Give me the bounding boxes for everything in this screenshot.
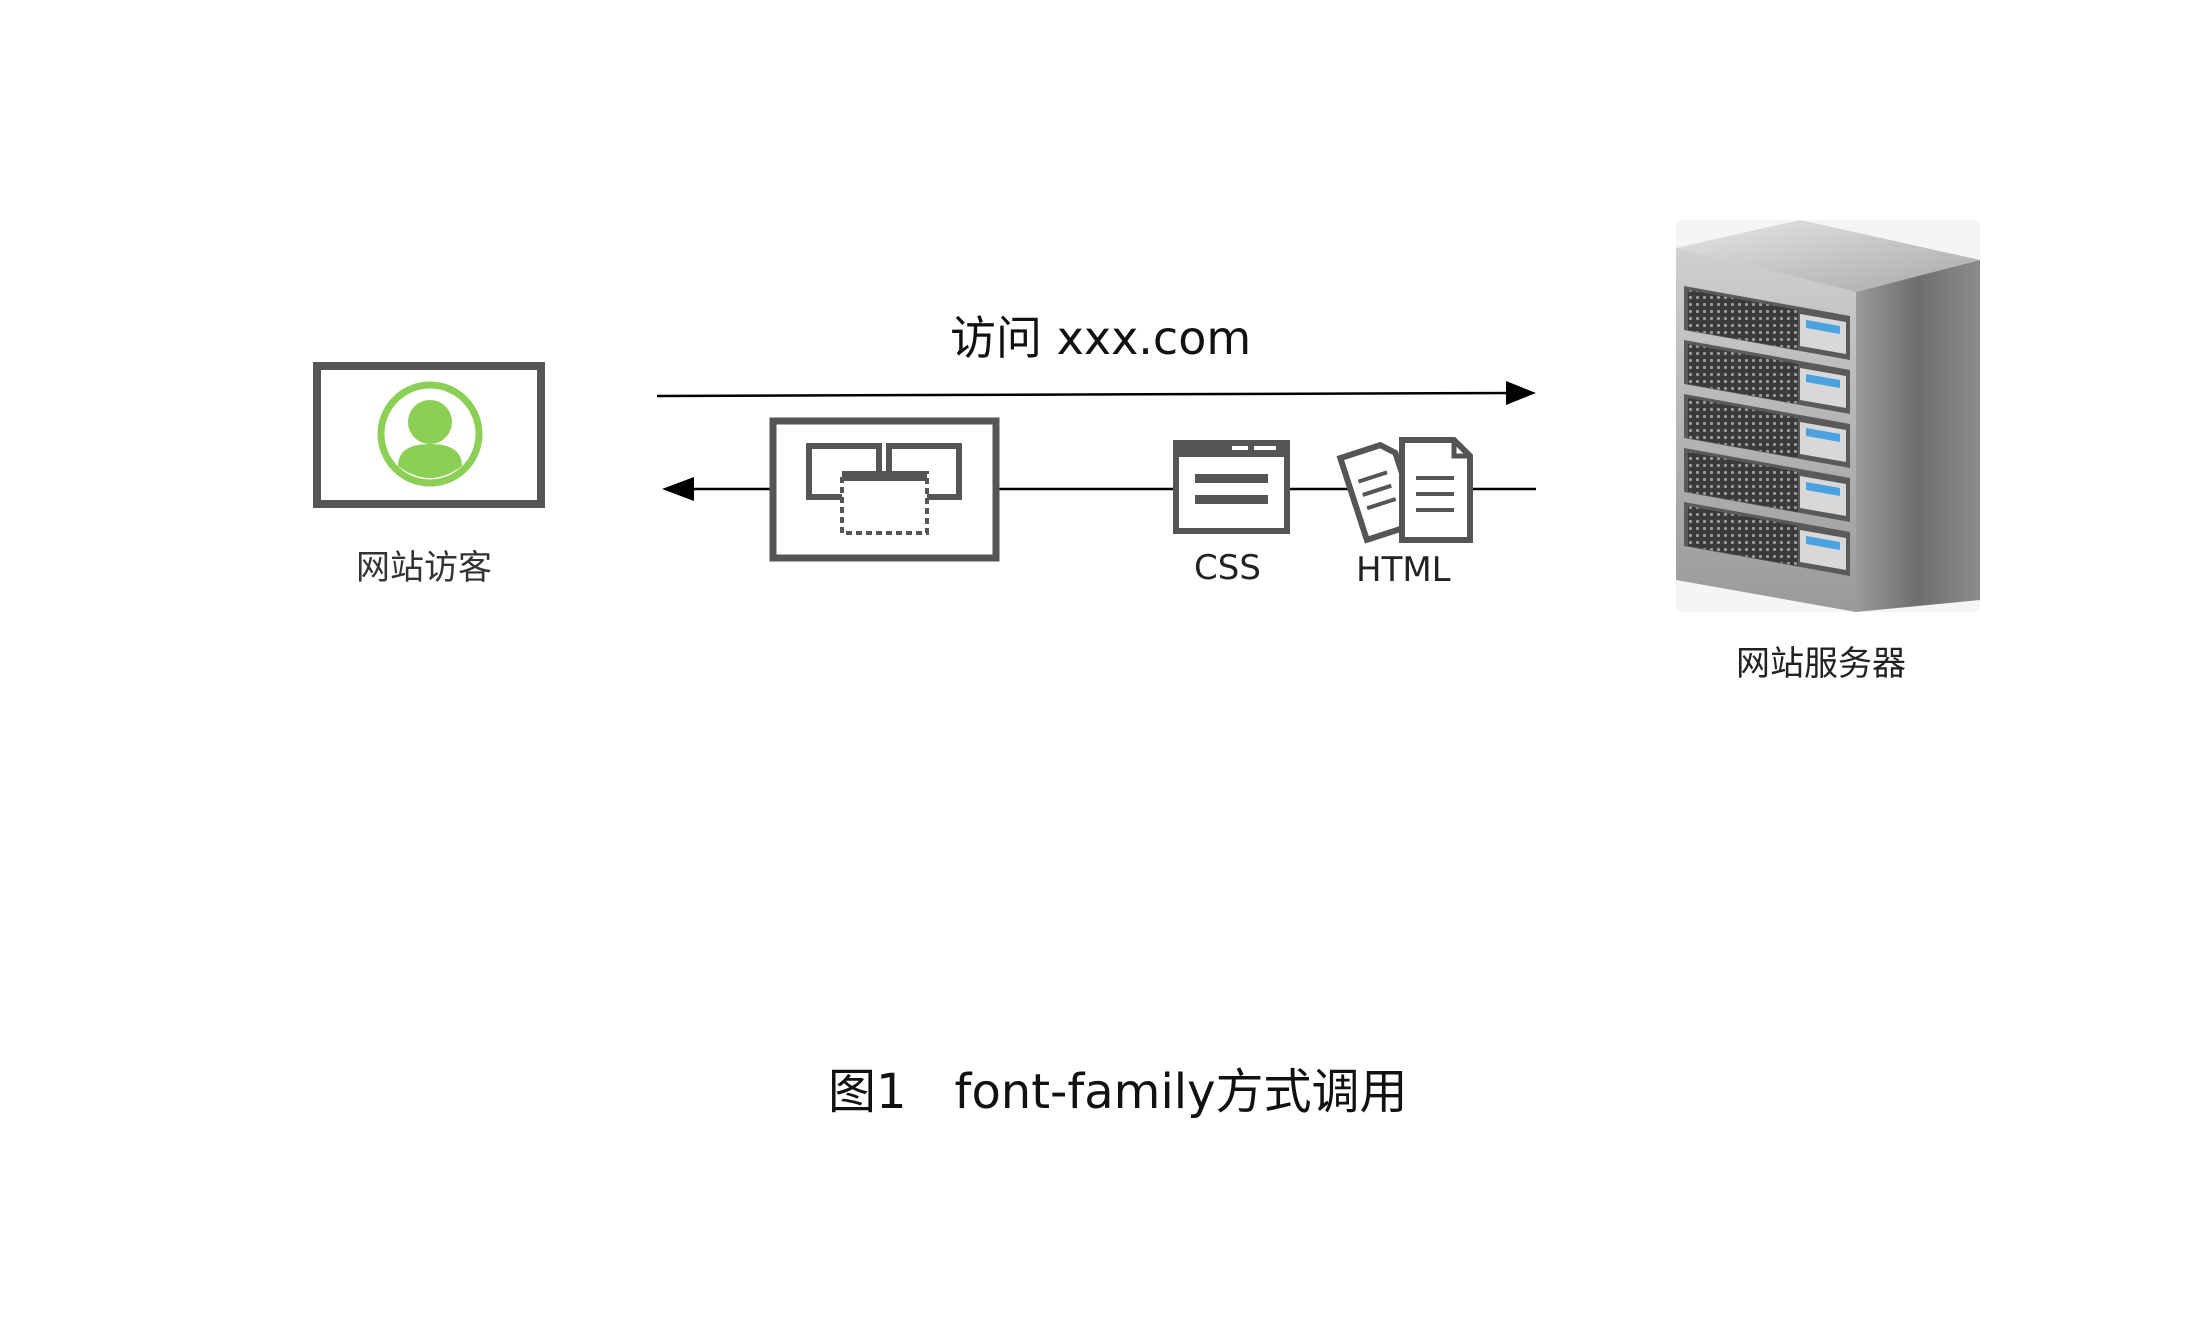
css-label: CSS <box>1194 548 1261 588</box>
figure-caption: 图1 font-family方式调用 <box>828 1064 1408 1120</box>
request-arrow <box>656 381 1536 405</box>
css-file-icon <box>1173 440 1290 534</box>
html-file-icon <box>1336 437 1473 544</box>
server-unit <box>1684 394 1850 468</box>
request-label: 访问 xxx.com <box>950 311 1252 365</box>
visitor-monitor-icon <box>313 362 545 508</box>
server-unit <box>1684 286 1850 360</box>
server-unit <box>1684 340 1850 414</box>
html-label: HTML <box>1356 550 1451 590</box>
server-rack-icon <box>1676 220 1980 612</box>
server-unit <box>1684 448 1850 522</box>
browser-render-icon <box>769 417 1000 562</box>
visitor-label: 网站访客 <box>356 548 492 588</box>
server-label: 网站服务器 <box>1736 644 1906 684</box>
server-unit <box>1684 502 1850 576</box>
